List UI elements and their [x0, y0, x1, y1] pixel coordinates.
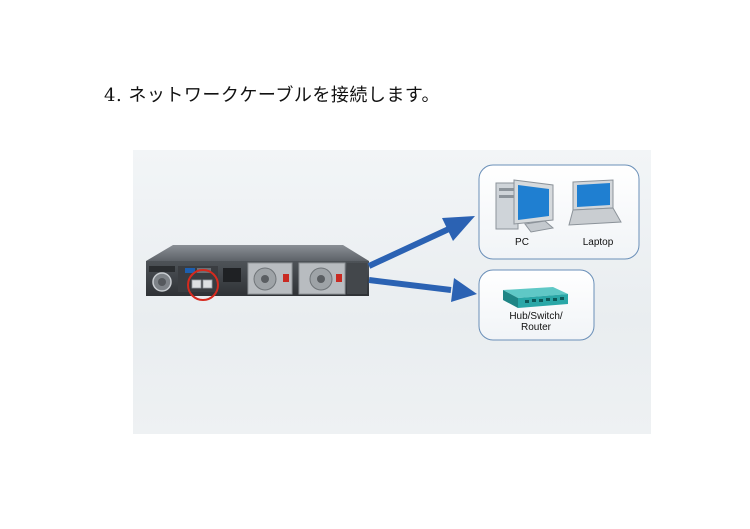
arrow-to-computers: [367, 216, 475, 269]
network-device-label-line2: Router: [520, 322, 551, 333]
figure-illustration: [146, 164, 640, 341]
laptop-label: Laptop: [582, 237, 614, 248]
network-device-label-line1: Hub/Switch/: [509, 311, 563, 322]
pc-icon: [495, 179, 555, 233]
hub-switch-icon: [503, 287, 568, 308]
server-rear-panel: [146, 245, 369, 296]
pc-label: PC: [515, 237, 529, 248]
lan-port-highlight: [187, 269, 219, 301]
step-heading: 4. ネットワークケーブルを接続します。: [104, 85, 441, 106]
network-device-label: Hub/Switch/ Router: [493, 311, 579, 333]
laptop-icon: [568, 179, 622, 226]
arrow-to-network-device: [368, 277, 477, 302]
network-connection-figure: PC Laptop Hub/Switch/ Router: [133, 150, 651, 434]
